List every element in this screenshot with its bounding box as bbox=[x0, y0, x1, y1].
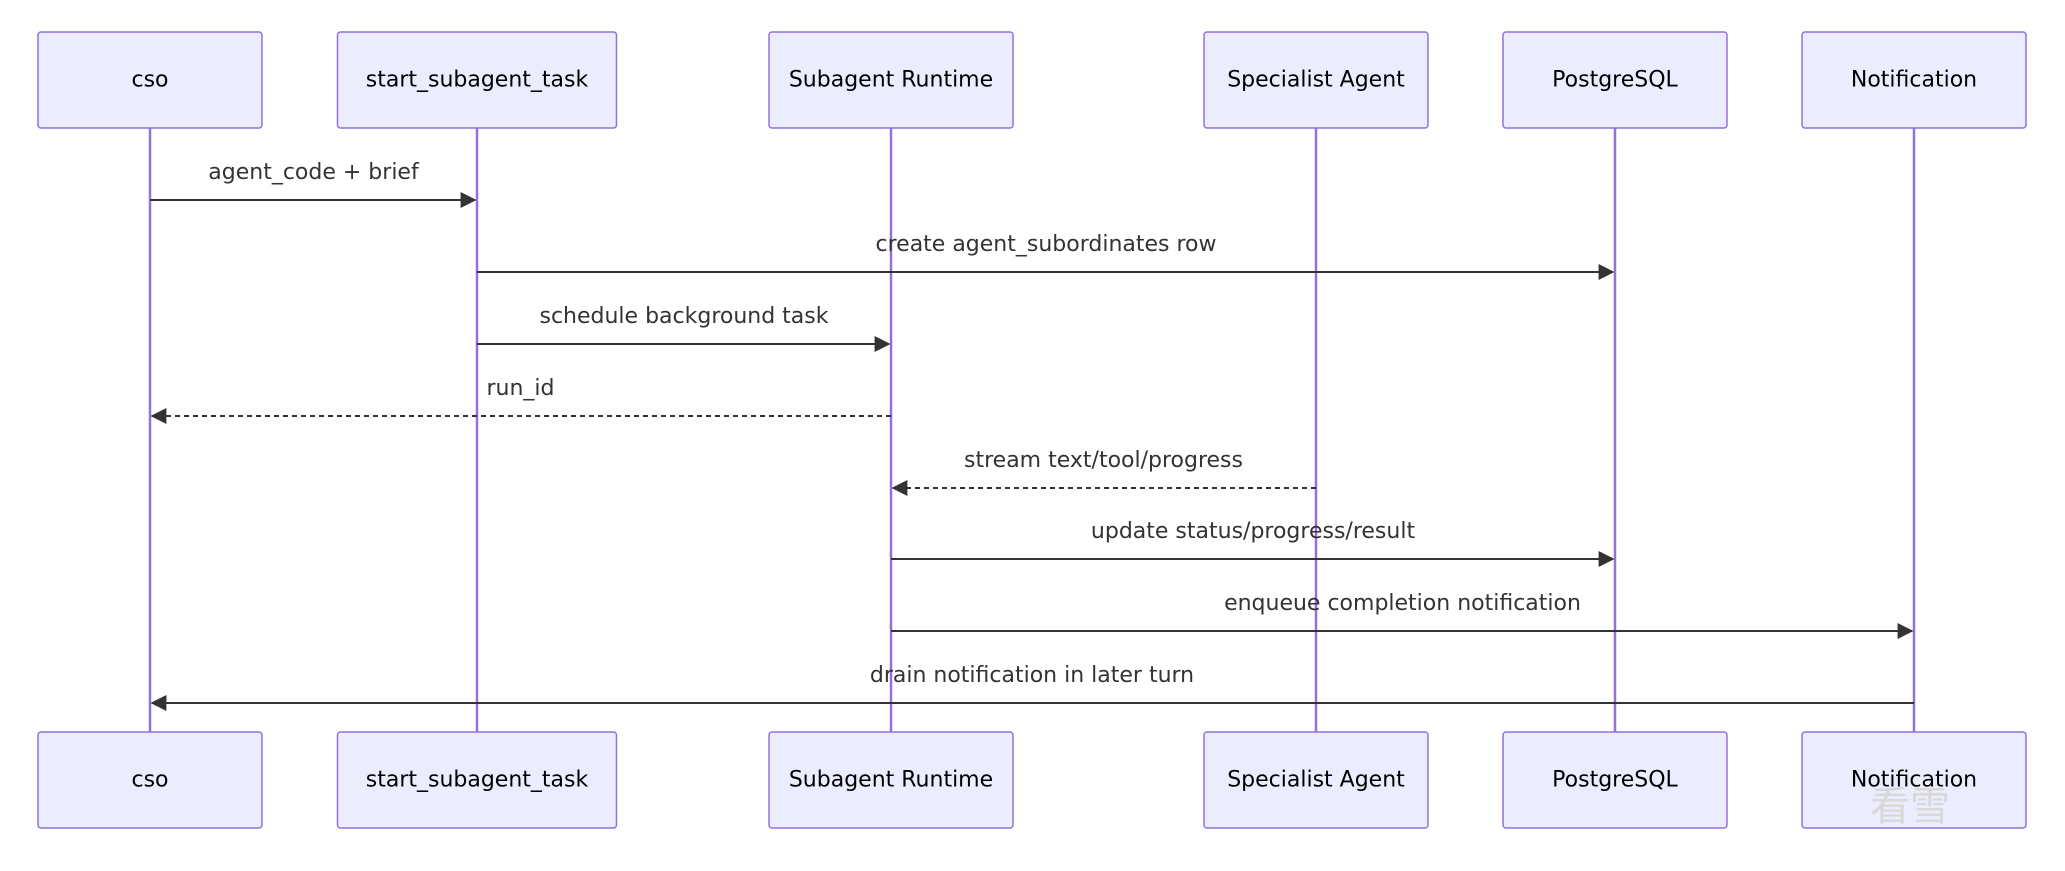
actor-label: PostgreSQL bbox=[1552, 768, 1678, 793]
message-label: update status/progress/result bbox=[1091, 519, 1416, 544]
actor-box bbox=[1502, 31, 1728, 129]
message-3: schedule background task bbox=[477, 304, 891, 352]
actor-box bbox=[37, 731, 263, 829]
message-label: enqueue completion notification bbox=[1224, 591, 1581, 616]
actor-label: Specialist Agent bbox=[1227, 68, 1405, 93]
actor-box bbox=[768, 31, 1014, 129]
actor-label: start_subagent_task bbox=[366, 768, 589, 793]
actor-label: cso bbox=[131, 768, 168, 793]
actor-cso-top: cso bbox=[37, 31, 263, 129]
actor-box bbox=[1203, 31, 1429, 129]
actor-runtime-top: Subagent Runtime bbox=[768, 31, 1014, 129]
actor-runtime-bottom: Subagent Runtime bbox=[768, 731, 1014, 829]
actor-label: start_subagent_task bbox=[366, 68, 589, 93]
actor-label: PostgreSQL bbox=[1552, 68, 1678, 93]
actor-cso-bottom: cso bbox=[37, 731, 263, 829]
message-1: agent_code + brief bbox=[150, 160, 477, 208]
actor-label: Subagent Runtime bbox=[789, 68, 993, 93]
actor-pg-top: PostgreSQL bbox=[1502, 31, 1728, 129]
watermark: 看雪 bbox=[1870, 784, 1950, 830]
message-6: update status/progress/result bbox=[891, 519, 1615, 567]
actor-box bbox=[768, 731, 1014, 829]
actor-notif-bottom: Notification bbox=[1801, 731, 2027, 829]
actor-notif-top: Notification bbox=[1801, 31, 2027, 129]
actor-label: Subagent Runtime bbox=[789, 768, 993, 793]
actor-box bbox=[1203, 731, 1429, 829]
message-label: schedule background task bbox=[539, 304, 828, 329]
actor-label: Specialist Agent bbox=[1227, 768, 1405, 793]
message-label: agent_code + brief bbox=[208, 160, 420, 185]
message-label: drain notification in later turn bbox=[870, 663, 1194, 688]
message-label: run_id bbox=[486, 376, 554, 401]
actor-specialist-bottom: Specialist Agent bbox=[1203, 731, 1429, 829]
message-label: stream text/tool/progress bbox=[964, 448, 1243, 473]
actor-box bbox=[37, 31, 263, 129]
message-5: stream text/tool/progress bbox=[891, 448, 1316, 496]
actor-box bbox=[1801, 31, 2027, 129]
actor-box bbox=[1801, 731, 2027, 829]
message-label: create agent_subordinates row bbox=[876, 232, 1217, 257]
actor-pg-bottom: PostgreSQL bbox=[1502, 731, 1728, 829]
actor-box bbox=[1502, 731, 1728, 829]
message-7: enqueue completion notification bbox=[891, 591, 1914, 639]
message-2: create agent_subordinates row bbox=[477, 232, 1615, 280]
actor-specialist-top: Specialist Agent bbox=[1203, 31, 1429, 129]
actor-start-top: start_subagent_task bbox=[336, 31, 618, 129]
actor-box bbox=[336, 31, 618, 129]
actor-label: cso bbox=[131, 68, 168, 93]
actor-start-bottom: start_subagent_task bbox=[336, 731, 618, 829]
message-8: drain notification in later turn bbox=[150, 663, 1914, 711]
actor-label: Notification bbox=[1851, 768, 1977, 793]
message-4: run_id bbox=[150, 376, 891, 424]
actor-label: Notification bbox=[1851, 68, 1977, 93]
actor-box bbox=[336, 731, 618, 829]
